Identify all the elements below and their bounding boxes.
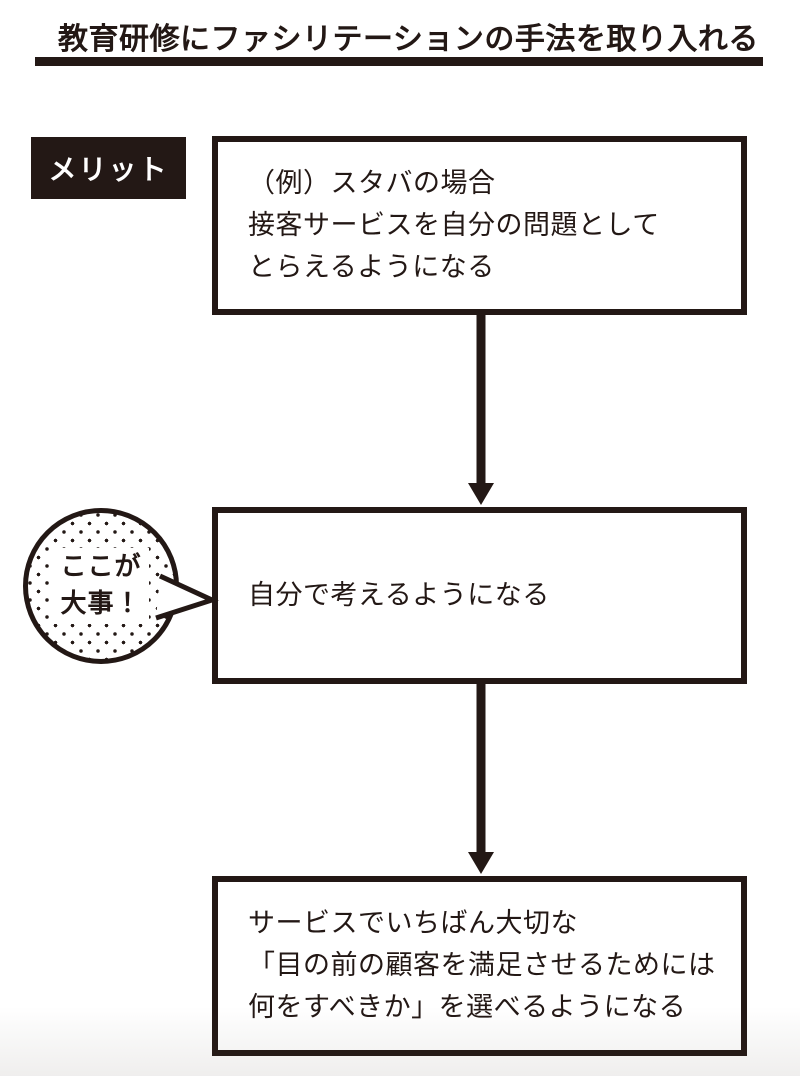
flow-box-think: 自分で考えるようになる xyxy=(212,507,747,684)
merit-label-text: メリット xyxy=(48,153,169,186)
title-underline xyxy=(35,57,763,66)
callout-bubble-tail xyxy=(155,573,219,621)
flow-box-example: （例）スタバの場合 接客サービスを自分の問題として とらえるようになる xyxy=(212,136,747,315)
flow-box-line: とらえるようになる xyxy=(248,251,495,283)
flow-box-line: 「目の前の顧客を満足させるためには xyxy=(248,950,716,981)
callout-line: ここが xyxy=(60,552,142,582)
flow-box-line: サービスでいちばん大切な xyxy=(248,908,578,939)
flow-box-line: 自分で考えるようになる xyxy=(248,579,550,611)
callout-text: ここが 大事！ xyxy=(53,548,149,624)
merit-label: メリット xyxy=(31,137,186,199)
flow-box-service: サービスでいちばん大切な 「目の前の顧客を満足させるためには 何をすべきか」を選… xyxy=(212,876,747,1056)
flow-box-line: 何をすべきか」を選べるようになる xyxy=(248,992,687,1023)
down-arrow-icon xyxy=(468,313,494,505)
flow-box-line: 接客サービスを自分の問題として xyxy=(248,209,660,241)
page-title: 教育研修にファシリテーションの手法を取り入れる xyxy=(58,22,759,57)
callout-bubble: ここが 大事！ xyxy=(23,508,179,664)
down-arrow-icon xyxy=(468,682,494,874)
callout-line: 大事！ xyxy=(60,589,142,619)
flow-box-line: （例）スタバの場合 xyxy=(248,167,496,199)
